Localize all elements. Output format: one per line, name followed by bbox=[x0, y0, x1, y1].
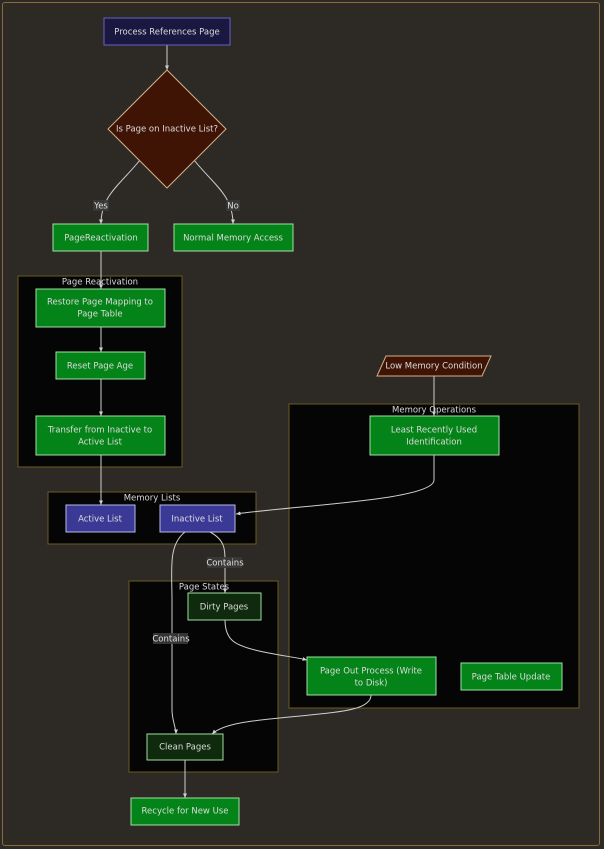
node-page-reactivation: PageReactivation bbox=[52, 223, 149, 252]
edge-lru-inactive bbox=[235, 455, 435, 516]
node-restore-page-mapping: Restore Page Mapping to Page Table bbox=[35, 288, 166, 328]
node-page-out-process: Page Out Process (Write to Disk) bbox=[306, 656, 437, 696]
svg-text:Least Recently Used: Least Recently Used bbox=[391, 426, 477, 436]
edge-pageout-clean bbox=[211, 694, 372, 735]
node-transfer-to-active: Transfer from Inactive to Active List bbox=[35, 415, 166, 456]
subgraph-title-page-reactivation: Page Reactivation bbox=[62, 278, 138, 288]
edges bbox=[99, 45, 436, 798]
subgraph-title-page-states: Page States bbox=[179, 583, 230, 593]
node-reset-page-age: Reset Page Age bbox=[55, 351, 146, 380]
svg-text:No: No bbox=[227, 202, 239, 212]
svg-text:Transfer from Inactive to: Transfer from Inactive to bbox=[47, 426, 152, 436]
svg-text:Contains: Contains bbox=[152, 635, 190, 645]
edge-dirty-pageout bbox=[224, 619, 308, 661]
svg-text:Process References Page: Process References Page bbox=[114, 28, 219, 38]
node-dirty-pages: Dirty Pages bbox=[187, 592, 262, 621]
edge-label-contains-clean: Contains bbox=[152, 633, 190, 645]
svg-text:Clean Pages: Clean Pages bbox=[159, 743, 211, 753]
svg-text:Normal Memory Access: Normal Memory Access bbox=[183, 234, 283, 244]
edge-decision-no bbox=[193, 159, 235, 225]
node-low-memory-condition: Low Memory Condition bbox=[376, 355, 492, 377]
svg-text:Active List: Active List bbox=[78, 515, 123, 525]
node-page-table-update: Page Table Update bbox=[460, 662, 563, 691]
svg-text:Page Table Update: Page Table Update bbox=[472, 673, 551, 683]
svg-text:to Disk): to Disk) bbox=[355, 679, 388, 689]
svg-text:Page Table: Page Table bbox=[77, 310, 122, 320]
edge-label-yes: Yes bbox=[93, 200, 109, 212]
node-active-list: Active List bbox=[65, 504, 136, 533]
edge-inactive-clean bbox=[171, 531, 186, 735]
edge-decision-yes bbox=[99, 159, 141, 225]
svg-text:Contains: Contains bbox=[206, 559, 244, 569]
svg-text:Identification: Identification bbox=[406, 438, 462, 448]
svg-text:Dirty Pages: Dirty Pages bbox=[200, 603, 249, 613]
svg-text:Low Memory Condition: Low Memory Condition bbox=[385, 362, 482, 372]
svg-text:Recycle for New Use: Recycle for New Use bbox=[142, 807, 229, 817]
svg-text:Restore Page Mapping to: Restore Page Mapping to bbox=[47, 298, 153, 308]
node-normal-memory-access: Normal Memory Access bbox=[173, 223, 294, 252]
svg-text:Yes: Yes bbox=[93, 202, 108, 212]
edge-label-no: No bbox=[226, 200, 240, 212]
svg-text:Inactive List: Inactive List bbox=[171, 515, 223, 525]
node-decision-inactive-list: Is Page on Inactive List? bbox=[107, 69, 227, 189]
edge-label-contains-dirty: Contains bbox=[206, 557, 244, 569]
svg-text:PageReactivation: PageReactivation bbox=[64, 234, 137, 244]
node-lru-identification: Least Recently Used Identification bbox=[369, 415, 500, 456]
subgraph-title-memory-lists: Memory Lists bbox=[124, 494, 181, 504]
svg-text:Is Page on Inactive List?: Is Page on Inactive List? bbox=[116, 125, 218, 135]
svg-text:Reset Page Age: Reset Page Age bbox=[67, 362, 133, 372]
svg-text:Page Out Process (Write: Page Out Process (Write bbox=[320, 667, 422, 677]
svg-text:Active List: Active List bbox=[78, 438, 123, 448]
node-clean-pages: Clean Pages bbox=[146, 733, 224, 761]
node-inactive-list: Inactive List bbox=[159, 504, 236, 533]
node-recycle-for-new-use: Recycle for New Use bbox=[130, 797, 240, 826]
node-process-references-page: Process References Page bbox=[103, 17, 231, 46]
